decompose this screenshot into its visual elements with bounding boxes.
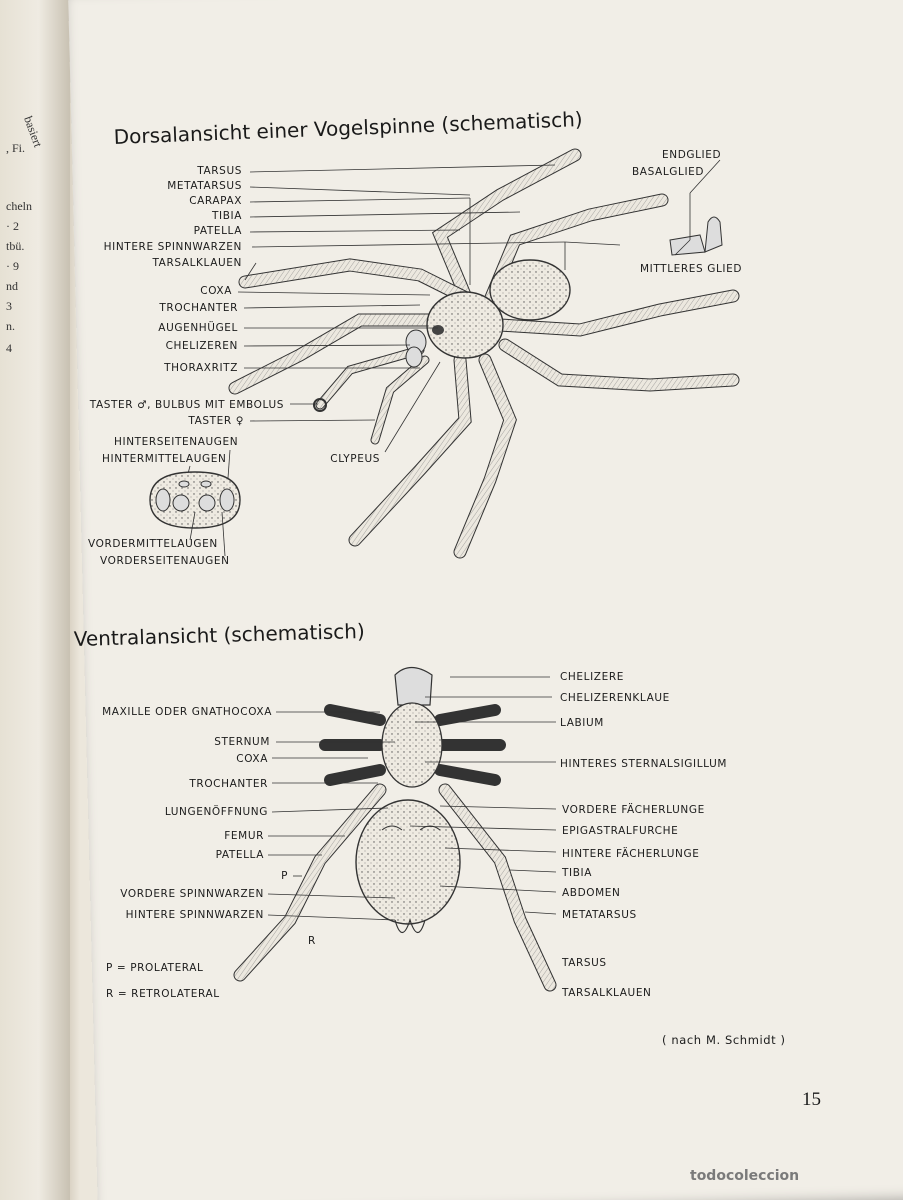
eye-arrangement-inset: HINTERSEITENAUGEN HINTERMITTELAUGEN VORD… xyxy=(88,436,241,567)
label-mittleres-glied: MITTLERES GLIED xyxy=(640,263,742,275)
ventral-labels-right: CHELIZERE CHELIZERENKLAUE LABIUM HINTERE… xyxy=(560,671,727,999)
label-metatarsus-ventral: METATARSUS xyxy=(562,909,637,921)
label-lungenoeffnung: LUNGENÖFFNUNG xyxy=(165,805,268,818)
edge-text: · 9 xyxy=(6,259,19,273)
edge-text: 3 xyxy=(6,299,12,313)
ventral-title: Ventralansicht (schematisch) xyxy=(73,619,365,651)
label-hintermittelaugen: HINTERMITTELAUGEN xyxy=(102,453,226,465)
label-femur: FEMUR xyxy=(224,830,264,842)
label-coxa-ventral: COXA xyxy=(236,753,268,765)
label-clypeus: CLYPEUS xyxy=(330,453,380,465)
left-page-text: basiert , Fi. cheln · 2 tbü. · 9 nd 3 n.… xyxy=(6,114,46,355)
label-tarsalklauen: TARSALKLAUEN xyxy=(151,257,242,269)
label-abdomen: ABDOMEN xyxy=(562,887,620,899)
label-chelizere: CHELIZERE xyxy=(560,671,624,683)
credit-line: ( nach M. Schmidt ) xyxy=(662,1033,786,1047)
label-carapax: CARAPAX xyxy=(189,195,242,207)
label-metatarsus: METATARSUS xyxy=(167,180,242,192)
label-tibia: TIBIA xyxy=(211,210,242,222)
page-number: 15 xyxy=(802,1089,821,1110)
label-trochanter: TROCHANTER xyxy=(158,302,238,314)
label-chelizeren: CHELIZEREN xyxy=(166,340,238,352)
label-hinterseitenaugen: HINTERSEITENAUGEN xyxy=(114,436,238,448)
edge-text: n. xyxy=(6,319,15,333)
dorsal-labels-left: TARSUS METATARSUS CARAPAX TIBIA PATELLA … xyxy=(89,165,380,465)
edge-text: cheln xyxy=(6,199,32,213)
label-augenhuegel: AUGENHÜGEL xyxy=(158,321,238,334)
label-basalglied: BASALGLIED xyxy=(632,166,704,178)
label-hintere-spinnwarzen: HINTERE SPINNWARZEN xyxy=(104,241,242,253)
legend-prolateral: P = PROLATERAL xyxy=(106,962,204,974)
edge-text: , Fi. xyxy=(6,141,25,155)
label-labium: LABIUM xyxy=(560,717,604,729)
left-page-edge: basiert , Fi. cheln · 2 tbü. · 9 nd 3 n.… xyxy=(0,0,70,1200)
label-vordermittelaugen: VORDERMITTELAUGEN xyxy=(88,538,218,550)
label-vordere-spinnwarzen: VORDERE SPINNWARZEN xyxy=(120,888,264,900)
label-hinteres-sternalsigillum: HINTERES STERNALSIGILLUM xyxy=(560,758,727,770)
legend-retrolateral: R = RETROLATERAL xyxy=(106,988,220,1000)
label-chelizerenklaue: CHELIZERENKLAUE xyxy=(560,692,670,704)
label-coxa: COXA xyxy=(200,285,232,297)
label-tarsus: TARSUS xyxy=(196,165,242,177)
label-trochanter-ventral: TROCHANTER xyxy=(188,778,268,790)
label-patella-ventral: PATELLA xyxy=(216,849,265,861)
label-epigastralfurche: EPIGASTRALFURCHE xyxy=(562,825,678,837)
ventral-leader-lines xyxy=(267,676,557,921)
label-r-marker: R xyxy=(308,935,316,947)
label-tibia-ventral: TIBIA xyxy=(561,867,592,879)
watermark: todocoleccion xyxy=(690,1168,800,1184)
ventral-spider-drawing xyxy=(233,666,557,992)
label-taster-female: TASTER ♀ xyxy=(187,415,244,427)
dorsal-spider-drawing xyxy=(228,148,740,559)
label-vorderseitenaugen: VORDERSEITENAUGEN xyxy=(100,555,230,567)
label-taster-male: TASTER ♂, BULBUS MIT EMBOLUS xyxy=(89,399,284,411)
label-endglied: ENDGLIED xyxy=(662,149,721,161)
pr-legend: P = PROLATERAL R = RETROLATERAL xyxy=(106,962,220,1000)
label-patella: PATELLA xyxy=(194,225,243,237)
dorsal-leader-lines xyxy=(237,159,721,453)
edge-text: tbü. xyxy=(6,239,24,253)
dorsal-labels-right: ENDGLIED BASALGLIED MITTLERES GLIED xyxy=(632,149,742,275)
label-thoraxritz: THORAXRITZ xyxy=(163,362,238,374)
dorsal-title: Dorsalansicht einer Vogelspinne (schemat… xyxy=(113,107,583,149)
edge-text: nd xyxy=(6,279,18,293)
edge-text: 4 xyxy=(6,341,12,355)
label-p-marker: P xyxy=(281,870,288,882)
label-hintere-spinnwarzen-ventral: HINTERE SPINNWARZEN xyxy=(126,909,264,921)
label-maxille: MAXILLE ODER GNATHOCOXA xyxy=(102,706,272,718)
ventral-labels-left: MAXILLE ODER GNATHOCOXA STERNUM COXA TRO… xyxy=(102,706,316,947)
label-tarsalklauen-ventral: TARSALKLAUEN xyxy=(561,987,652,999)
label-sternum: STERNUM xyxy=(214,736,270,748)
label-hintere-faecherlunge: HINTERE FÄCHERLUNGE xyxy=(562,847,699,860)
edge-text: · 2 xyxy=(6,219,19,233)
label-vordere-faecherlunge: VORDERE FÄCHERLUNGE xyxy=(562,803,705,816)
label-tarsus-ventral: TARSUS xyxy=(561,957,607,969)
